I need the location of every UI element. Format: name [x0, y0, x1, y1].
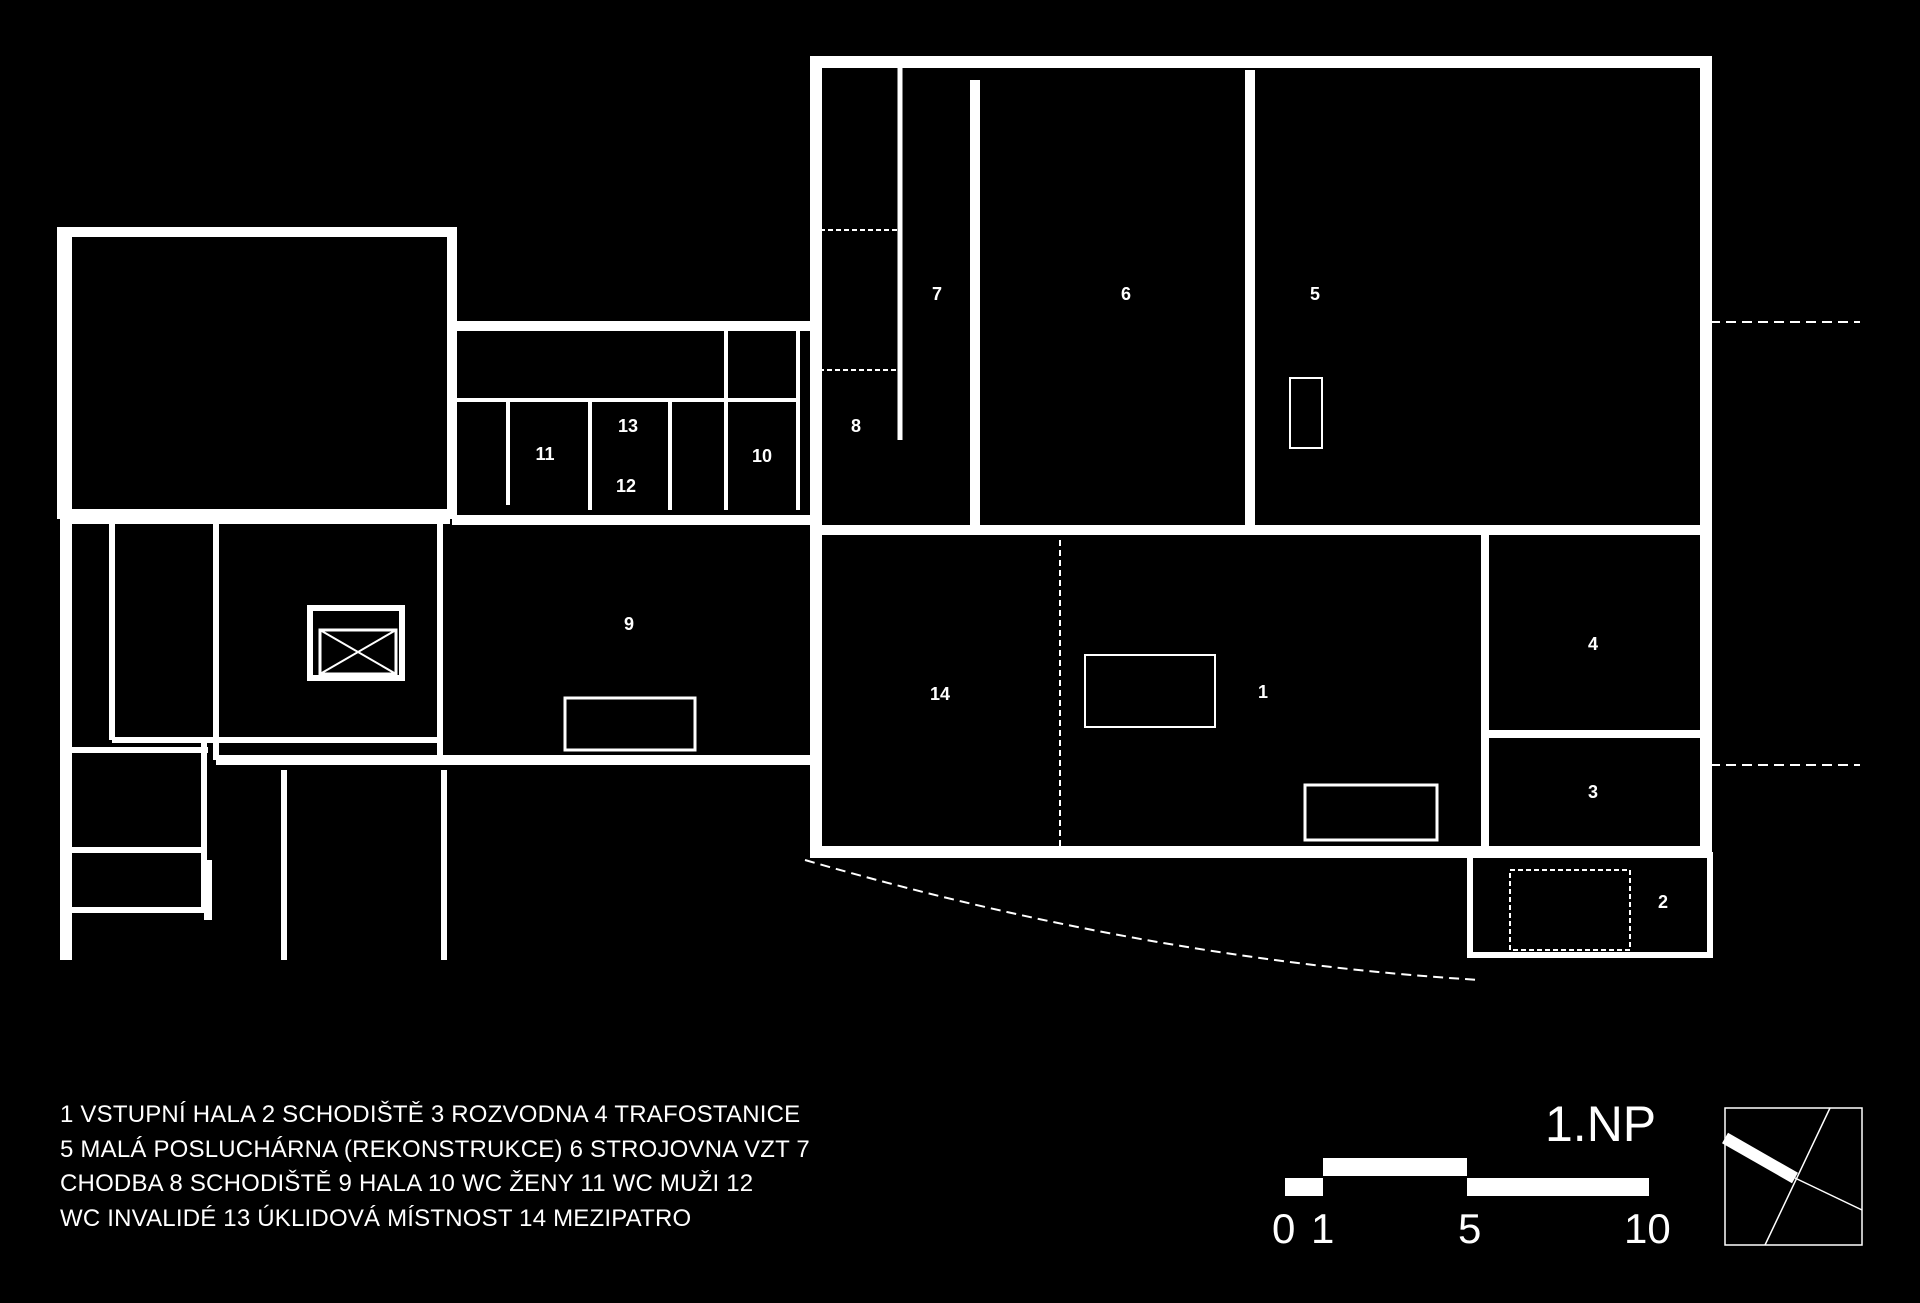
room-label: 12: [616, 476, 636, 496]
room-label: 3: [1588, 782, 1598, 802]
room-label: 14: [930, 684, 950, 704]
legend-line: 5 MALÁ POSLUCHÁRNA (REKONSTRUKCE) 6 STRO…: [60, 1135, 810, 1163]
scale-label: 1: [1311, 1205, 1335, 1252]
legend-line: WC INVALIDÉ 13 ÚKLIDOVÁ MÍSTNOST 14 MEZI…: [60, 1204, 692, 1232]
walls: [57, 56, 1860, 981]
room-label: 11: [535, 444, 554, 464]
room-label: 7: [932, 284, 942, 304]
room-label: 13: [618, 416, 638, 436]
floor-label: 1.NP: [1545, 1096, 1657, 1152]
legend-line: CHODBA 8 SCHODIŠTĚ 9 HALA 10 WC ŽENY 11 …: [60, 1170, 754, 1197]
room-label: 10: [752, 446, 772, 466]
room-legend: 1 VSTUPNÍ HALA 2 SCHODIŠTĚ 3 ROZVODNA 4 …: [60, 1098, 920, 1236]
room-labels: 1 2 3 4 5 6 7 8 9 10 11 12 13 14: [535, 284, 1668, 912]
room-label: 8: [851, 416, 861, 436]
room-label: 2: [1658, 892, 1668, 912]
scale-label: 10: [1624, 1205, 1671, 1252]
room-label: 5: [1310, 284, 1320, 304]
legend-line: 1 VSTUPNÍ HALA 2 SCHODIŠTĚ 3 ROZVODNA 4 …: [60, 1101, 801, 1128]
scale-label: 0: [1272, 1205, 1296, 1252]
room-label: 1: [1258, 682, 1268, 702]
north-arrow: [1722, 1107, 1863, 1246]
scale-label: 5: [1458, 1205, 1482, 1252]
room-label: 6: [1121, 284, 1131, 304]
scale-bar: [1285, 1158, 1649, 1196]
room-label: 9: [624, 614, 634, 634]
room-label: 4: [1588, 634, 1598, 654]
